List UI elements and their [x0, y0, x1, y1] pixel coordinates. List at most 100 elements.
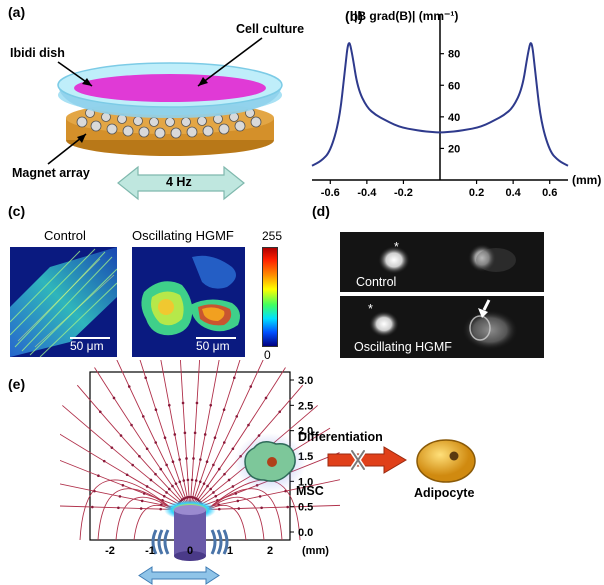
field-arrow	[247, 423, 250, 427]
magnet-balls	[76, 108, 262, 139]
field-arrow	[227, 478, 231, 482]
field-arrow	[167, 403, 171, 407]
x-axis-unit: (mm)	[302, 545, 329, 557]
double-arrow-icon	[117, 165, 245, 201]
field-arrow	[154, 408, 158, 412]
hgmf-micrograph	[132, 247, 245, 357]
x-tick-label: -0.6	[321, 187, 340, 199]
y-tick-label: 3.0	[298, 375, 313, 387]
hgmf-title: Oscillating HGMF	[132, 228, 234, 243]
field-arrow	[165, 491, 168, 494]
double-arrow-icon	[138, 566, 220, 585]
field-arrow	[194, 479, 198, 482]
hgmf-blot	[340, 296, 544, 358]
field-arrow	[231, 485, 235, 488]
scale-bar-right-label: 50 μm	[196, 339, 230, 353]
y-tick-label: 60	[448, 80, 460, 92]
x-tick-label: 2	[267, 545, 273, 557]
field-arrow	[171, 484, 174, 488]
field-arrow	[154, 472, 157, 476]
field-arrow	[186, 478, 190, 482]
field-arrow	[183, 431, 187, 435]
field-arrow	[118, 495, 122, 498]
field-arrow	[258, 495, 262, 498]
control-title: Control	[44, 228, 86, 243]
field-arrow	[145, 447, 149, 451]
magnet-array-label: Magnet array	[12, 166, 90, 180]
field-arrow	[127, 385, 131, 388]
field-line	[189, 360, 201, 511]
cell-culture-label: Cell culture	[236, 22, 305, 36]
vibration-mark	[216, 529, 223, 555]
panel-d-label: (d)	[312, 203, 330, 219]
control-micrograph	[10, 247, 117, 357]
field-arrow	[163, 436, 167, 440]
adipocyte-cell	[416, 439, 476, 483]
y-tick-label: 2.5	[298, 400, 313, 412]
y-tick-label: 0.5	[298, 502, 313, 514]
field-arrow	[213, 436, 217, 440]
colorbar	[262, 247, 278, 347]
field-arrow	[102, 459, 106, 463]
field-arrow	[125, 473, 129, 477]
y-tick-label: 40	[448, 112, 460, 124]
field-loop	[79, 479, 177, 541]
field-arrow	[212, 463, 215, 467]
x-tick-label: -0.4	[357, 187, 377, 199]
adipocyte-label: Adipocyte	[414, 486, 475, 500]
y-axis-label: |B grad(B)| (mm⁻¹)	[354, 9, 458, 23]
field-arrow	[278, 410, 282, 414]
field-arrow	[231, 447, 235, 451]
y-tick-label: 0.0	[298, 527, 313, 539]
field-arrow	[97, 474, 100, 478]
field-arrow	[121, 483, 125, 487]
ibidi-dish-label: Ibidi dish	[10, 46, 65, 60]
x-axis-label: (mm)	[572, 173, 601, 187]
field-arrow	[174, 482, 178, 485]
panel-c-label: (c)	[8, 203, 26, 219]
magnet-cylinder	[174, 510, 206, 556]
frequency-label: 4 Hz	[166, 175, 192, 189]
field-arrow	[203, 433, 207, 436]
field-arrow	[141, 415, 145, 418]
field-line	[160, 360, 191, 511]
msc-cell	[234, 433, 306, 493]
field-arrow	[217, 507, 221, 511]
field-arrow	[165, 463, 168, 467]
field-arrow	[199, 458, 202, 461]
field-arrow	[249, 385, 253, 388]
field-arrow	[234, 492, 238, 495]
x-tick-label: 0.6	[542, 187, 557, 199]
field-loop	[115, 496, 177, 541]
y-tick-label: 1.0	[298, 476, 313, 488]
field-arrow	[182, 479, 186, 482]
field-arrow	[149, 478, 153, 482]
field-arrow	[112, 396, 116, 400]
field-arrow	[235, 415, 239, 418]
y-tick-label: 2.0	[298, 426, 313, 438]
colorbar-min-label: 0	[264, 348, 271, 362]
field-arrow	[222, 408, 226, 412]
x-tick-label: 0.2	[469, 187, 484, 199]
field-arrow	[209, 403, 213, 407]
x-tick-label: -2	[105, 545, 115, 557]
field-arrow	[140, 499, 144, 503]
field-loop	[97, 488, 177, 541]
differentiation-label: Differentiation	[298, 430, 383, 444]
field-arrow	[119, 434, 123, 437]
field-arrow	[144, 376, 147, 380]
vibration-mark	[163, 529, 170, 555]
field-arrow	[217, 467, 221, 471]
field-arrow	[192, 457, 195, 460]
field-arrow	[130, 423, 133, 427]
field-arrow	[195, 401, 199, 405]
field-arrow	[167, 487, 171, 491]
x-tick-label: 0	[187, 545, 193, 557]
field-arrow	[117, 506, 120, 510]
field-arrow	[214, 494, 218, 498]
colorbar-max-label: 255	[262, 229, 283, 243]
field-arrow	[236, 499, 240, 503]
x-tick-label: -1	[145, 545, 155, 557]
field-arrow	[209, 487, 213, 491]
